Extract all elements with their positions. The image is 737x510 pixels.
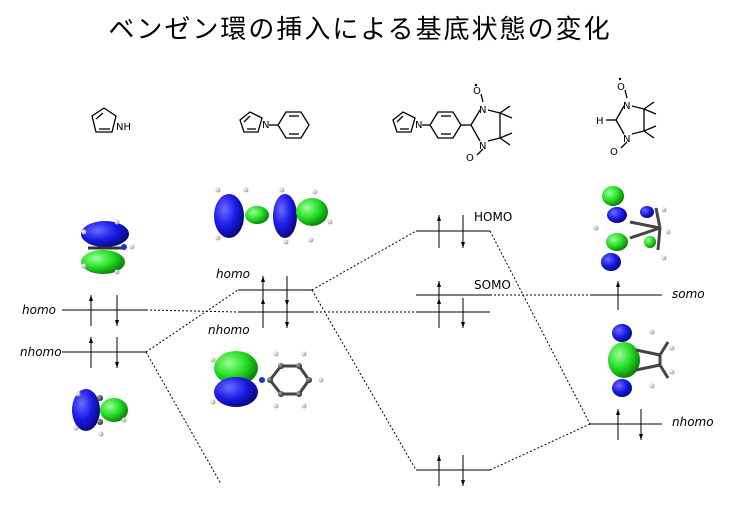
nn-o-label-1: O (617, 82, 625, 93)
pyrrole-nhomo-label: nhomo (20, 345, 62, 359)
nn-h-label: H (596, 116, 604, 127)
phenylpyrrole-homo-orbital (214, 187, 333, 245)
phenylpyrrole-nhomo-orbital (210, 351, 324, 409)
pyrrole-homo-label: homo (22, 303, 56, 317)
spin-arrows (89, 215, 643, 486)
pyrrole-nhomo-orbital (72, 389, 128, 437)
radical-n-label-3: N (479, 141, 486, 152)
page-title: ベンゼン環の挿入による基底状態の変化 (108, 15, 611, 45)
nn-structure (606, 89, 657, 149)
radical-homo-label: HOMO (474, 210, 512, 224)
nn-nhomo-label: nhomo (672, 415, 714, 429)
radical-dot (474, 83, 478, 87)
radical-n-label-1: N (415, 120, 422, 131)
phenyl-homo-label: homo (216, 267, 250, 281)
pyrrole-homo-orbital (81, 219, 135, 275)
nn-somo-label: somo (672, 287, 705, 301)
nn-n-label-2: N (623, 134, 630, 145)
phenylpyrrole-structure (239, 111, 310, 139)
correlation-lines (145, 230, 591, 485)
phenylpyrrole-n-label: N (262, 120, 269, 131)
nn-nhomo-orbital (608, 324, 675, 397)
radical-somo-label: SOMO (474, 278, 511, 292)
pyrrole-structure (91, 107, 117, 133)
radical-o-label-2: O (466, 153, 474, 164)
energy-levels (62, 215, 662, 486)
phenyl-nhomo-label: nhomo (208, 323, 250, 337)
nn-radical-dot (618, 77, 622, 81)
nn-n-label-1: N (623, 101, 630, 112)
nn-somo-orbital (593, 186, 671, 271)
radical-n-label-2: N (479, 105, 486, 116)
radical-o-label-1: O (473, 86, 481, 97)
radical-structure (392, 93, 513, 156)
pyrrole-nh-label: NH (116, 122, 131, 133)
nn-o-label-2: O (610, 147, 618, 158)
